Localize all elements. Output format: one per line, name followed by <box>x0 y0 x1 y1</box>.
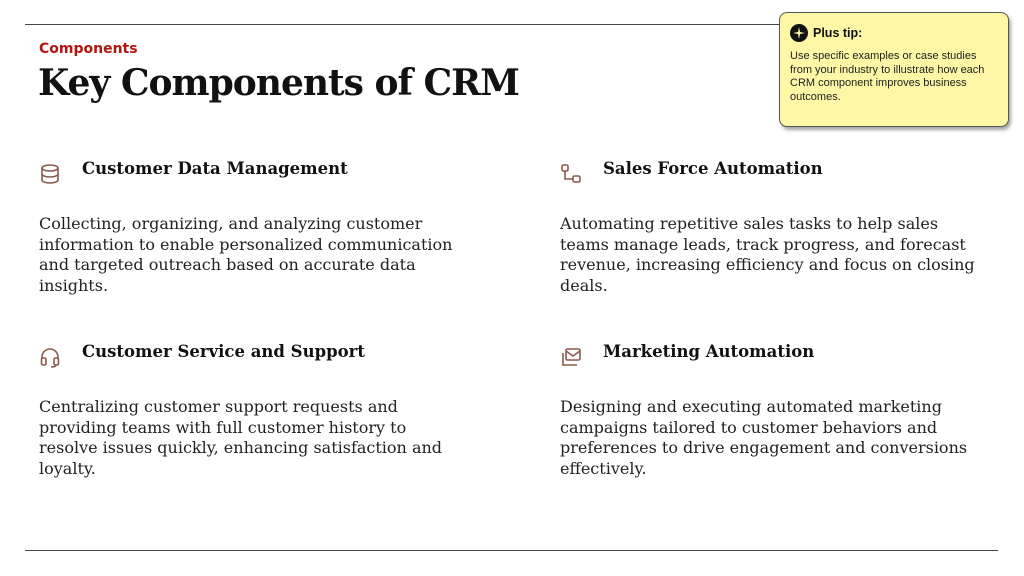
component-title: Customer Service and Support <box>82 342 365 361</box>
tip-header: Plus tip: <box>790 24 998 42</box>
component-description: Centralizing customer support requests a… <box>39 397 443 478</box>
workflow-icon <box>560 163 582 185</box>
component-description: Designing and executing automated market… <box>560 397 968 478</box>
component-title: Customer Data Management <box>82 159 348 178</box>
bottom-divider <box>25 550 998 551</box>
component-card-customer-data: Customer Data Management Collecting, org… <box>39 159 459 296</box>
plus-tip-callout: Plus tip: Use specific examples or case … <box>779 12 1009 127</box>
section-eyebrow: Components <box>39 41 138 57</box>
headset-icon <box>39 346 61 368</box>
page-title: Key Components of CRM <box>38 62 520 104</box>
component-description: Automating repetitive sales tasks to hel… <box>560 214 975 295</box>
component-card-customer-service: Customer Service and Support Centralizin… <box>39 342 459 479</box>
component-title: Marketing Automation <box>603 342 815 361</box>
top-divider <box>25 24 784 25</box>
component-card-marketing: Marketing Automation Designing and execu… <box>560 342 980 479</box>
component-title: Sales Force Automation <box>603 159 823 178</box>
mail-stack-icon <box>560 346 582 368</box>
tip-body: Use specific examples or case studies fr… <box>790 50 985 103</box>
sparkle-icon <box>790 24 808 42</box>
component-description: Collecting, organizing, and analyzing cu… <box>39 214 453 295</box>
database-icon <box>39 163 61 185</box>
component-card-sales-force: Sales Force Automation Automating repeti… <box>560 159 980 296</box>
tip-heading: Plus tip: <box>813 26 863 40</box>
